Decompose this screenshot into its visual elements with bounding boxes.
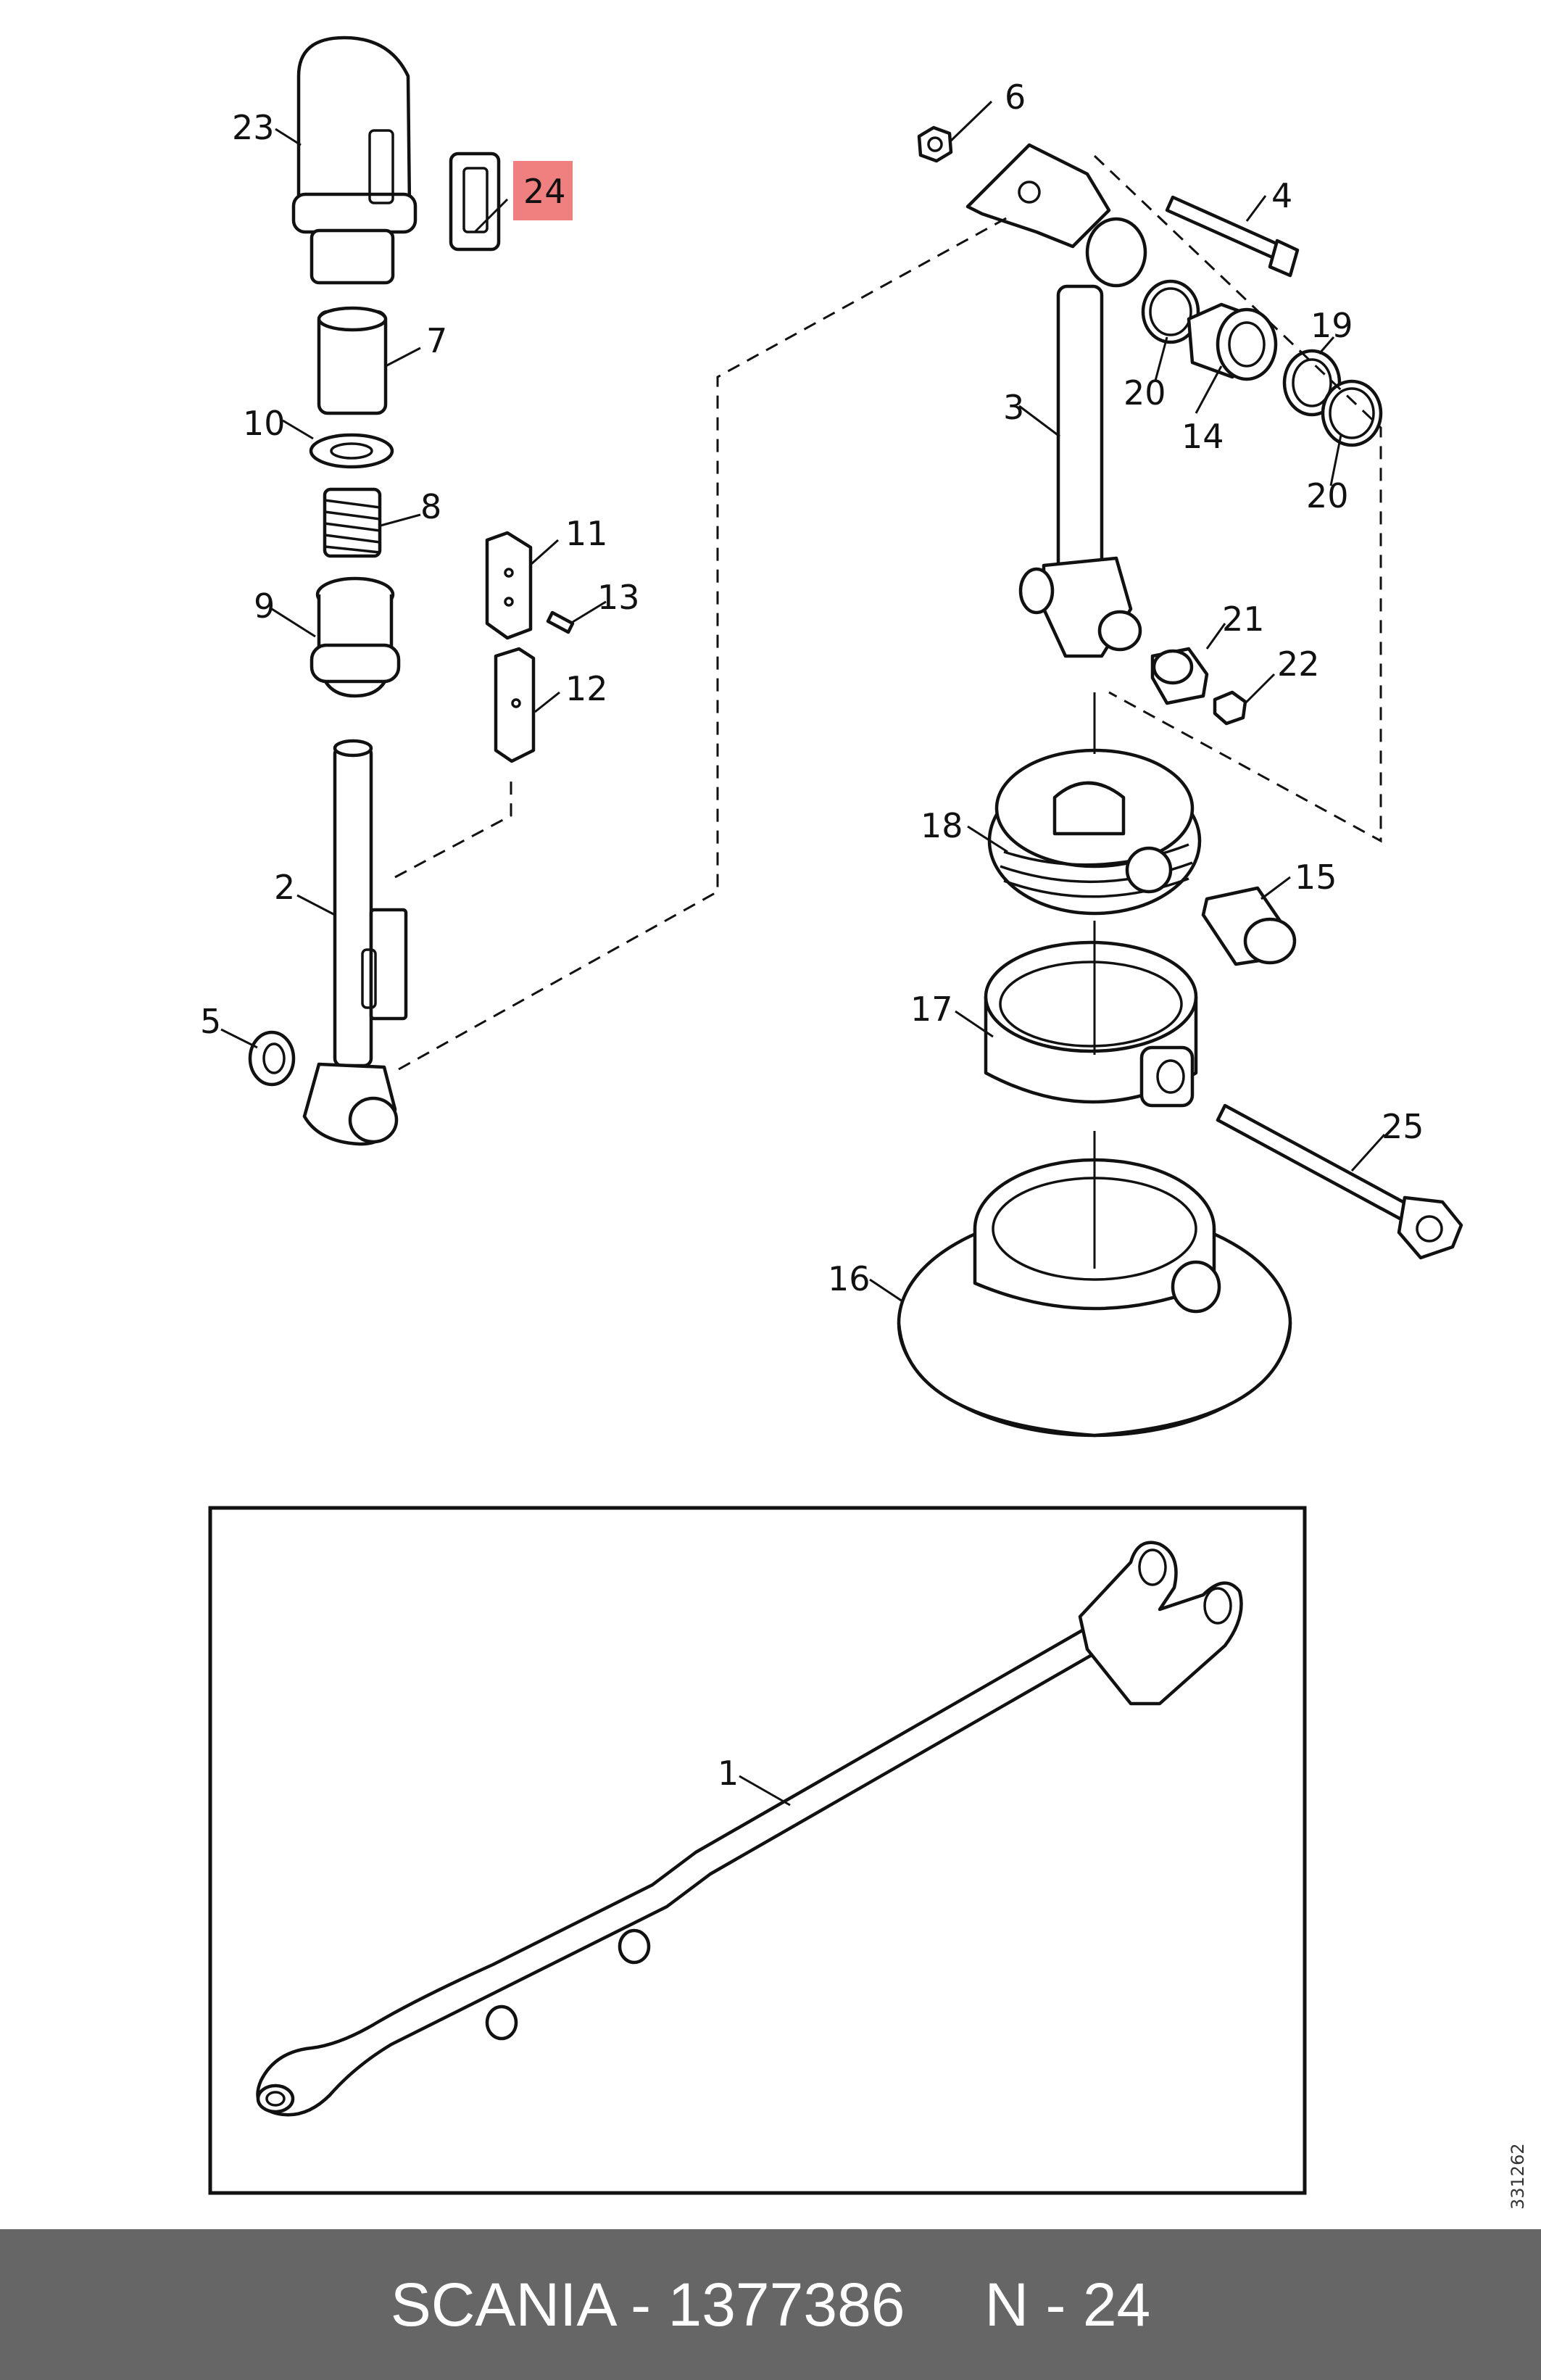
callout-15: 15: [1295, 858, 1337, 897]
callout-11: 11: [565, 514, 608, 553]
callout-18: 18: [921, 806, 963, 845]
callout-16: 16: [828, 1259, 871, 1298]
part-8-spring: [323, 487, 382, 558]
callout-23: 23: [232, 108, 275, 147]
part-17-clamp: [984, 940, 1198, 1108]
callout-4: 4: [1271, 176, 1292, 215]
callout-6: 6: [1005, 78, 1026, 117]
part-5-seal: [248, 1030, 296, 1087]
callout-22: 22: [1277, 644, 1320, 684]
callout-21: 21: [1222, 600, 1265, 639]
part-20-circlip-upper: [1141, 279, 1200, 344]
part-15-pin: [1201, 886, 1297, 966]
part-6-nut: [917, 125, 953, 163]
footer-position: N - 24: [984, 2270, 1151, 2339]
part-7-sleeve: [317, 306, 388, 415]
callout-19: 19: [1311, 306, 1353, 345]
callout-13: 13: [597, 578, 640, 617]
part-4-bolt: [1165, 195, 1300, 278]
leader-lines: [220, 100, 1386, 1303]
part-23-knob: [291, 36, 418, 285]
callout-2: 2: [274, 868, 295, 907]
callout-7: 7: [426, 321, 447, 360]
callout-20-lower: 20: [1306, 476, 1349, 515]
callout-25: 25: [1382, 1107, 1424, 1146]
part-20-circlip-lower: [1321, 379, 1383, 447]
part-18-selector-housing: [987, 748, 1202, 916]
callout-20-upper: 20: [1123, 373, 1166, 412]
drawing-id: 331262: [1508, 2143, 1528, 2210]
callout-24: 24: [523, 172, 566, 211]
part-14-bearing: [1187, 302, 1278, 381]
callout-10: 10: [243, 404, 286, 443]
part-21-roller: [1150, 647, 1209, 705]
part-10-washer: [309, 433, 394, 469]
callout-17: 17: [910, 990, 953, 1029]
callout-3: 3: [1003, 388, 1024, 427]
inset-part-1: 1: [208, 1506, 1307, 2195]
callout-12: 12: [565, 669, 608, 708]
part-12-block: [494, 647, 536, 763]
callout-14: 14: [1181, 417, 1224, 456]
callout-9: 9: [254, 586, 275, 626]
part-3-selector-lever: [965, 143, 1147, 658]
footer-brand-part-number: SCANIA - 1377386: [390, 2270, 905, 2339]
part-13-pin: [546, 610, 575, 634]
part-9-bushing: [310, 576, 401, 698]
part-25-bolt: [1216, 1103, 1463, 1260]
part-11-bracket: [485, 531, 533, 640]
highlight-box: [513, 161, 573, 220]
assembly-lines: [394, 154, 1382, 1269]
part-2-lower-lever: [302, 739, 408, 1146]
exploded-parts-diagram: 23 24 6 4 7 19 20 14 3 20 10 8 11 13 9 2…: [200, 36, 1528, 2210]
callout-8: 8: [420, 487, 441, 526]
part-22-screw: [1213, 690, 1247, 726]
callout-5: 5: [200, 1002, 221, 1041]
part-24-switch: [449, 152, 501, 252]
callout-1: 1: [718, 1754, 739, 1793]
footer-bar: SCANIA - 1377386 N - 24: [0, 2229, 1541, 2380]
